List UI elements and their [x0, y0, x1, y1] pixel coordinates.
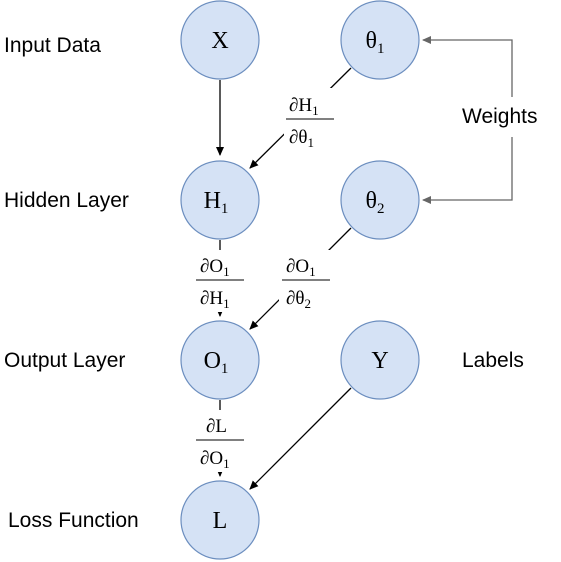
node-x: X [180, 0, 260, 80]
svg-text:O1: O1 [204, 348, 229, 377]
svg-text:X: X [211, 28, 228, 54]
svg-text:∂θ2: ∂θ2 [286, 288, 311, 311]
svg-text:θ1: θ1 [366, 28, 385, 57]
svg-text:∂O1: ∂O1 [200, 256, 230, 279]
svg-text:∂θ1: ∂θ1 [289, 127, 314, 150]
svg-text:Y: Y [371, 348, 388, 374]
label-labels: Labels [462, 349, 524, 372]
label-loss-function: Loss Function [8, 509, 139, 532]
weights-bracket-top [422, 36, 513, 97]
label-hidden-layer: Hidden Layer [4, 189, 129, 212]
node-y: Y [340, 320, 420, 400]
derivative-dO1-dtheta2: ∂O1 ∂θ2 [279, 250, 333, 312]
label-weights: Weights [462, 105, 537, 128]
label-input-data: Input Data [4, 34, 101, 57]
derivative-dO1-dH1: ∂O1 ∂H1 [193, 250, 247, 312]
node-h1: H1 [180, 160, 260, 240]
svg-text:H1: H1 [204, 188, 229, 217]
label-output-layer: Output Layer [4, 349, 125, 372]
weights-bracket-bottom [422, 137, 513, 204]
edge-y-to-l [249, 387, 352, 490]
svg-text:∂O1: ∂O1 [200, 448, 230, 471]
node-l: L [180, 480, 260, 560]
svg-text:θ2: θ2 [366, 188, 385, 217]
svg-text:L: L [213, 508, 228, 534]
svg-text:∂H1: ∂H1 [200, 288, 230, 311]
node-theta1: θ1 [340, 0, 420, 80]
node-o1: O1 [180, 320, 260, 400]
svg-text:∂O1: ∂O1 [286, 256, 316, 279]
derivative-dH1-dtheta1: ∂H1 ∂θ1 [284, 88, 338, 150]
svg-text:∂H1: ∂H1 [289, 95, 319, 118]
svg-text:∂L: ∂L [206, 416, 227, 437]
derivative-dL-dO1: ∂L ∂O1 [193, 410, 247, 472]
node-theta2: θ2 [340, 160, 420, 240]
